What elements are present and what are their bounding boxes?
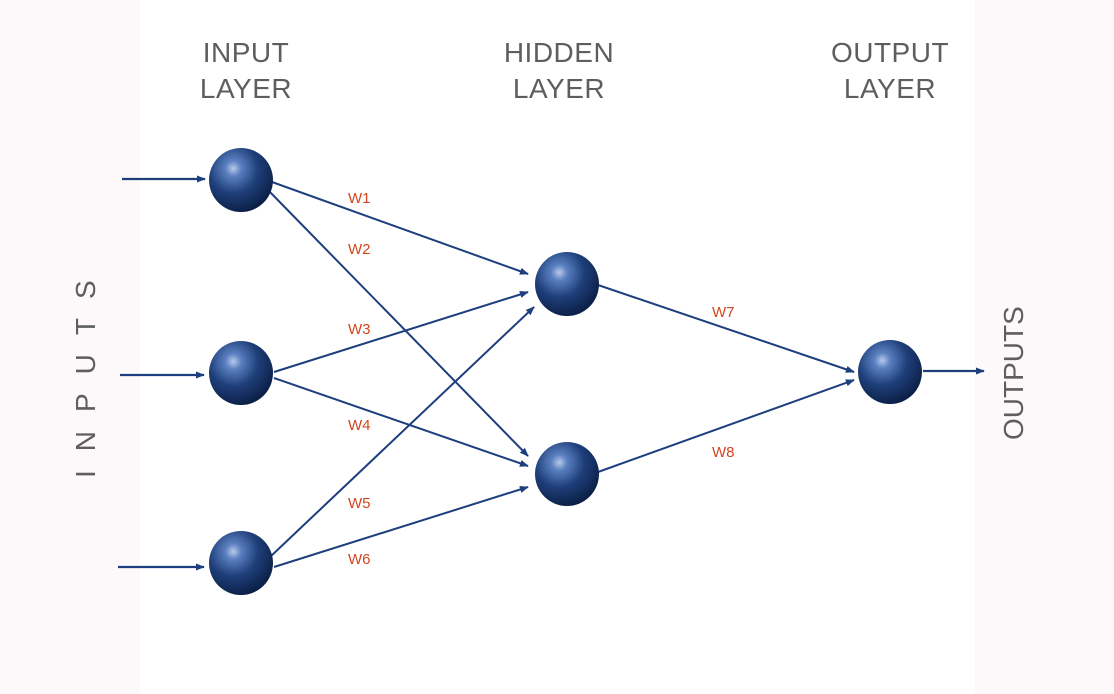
input-layer-title-line2: LAYER	[199, 73, 293, 104]
weight-label-w7: W7	[712, 304, 735, 321]
weight-label-w5: W5	[348, 495, 371, 512]
output-node	[858, 340, 922, 404]
edge-w5	[269, 306, 535, 558]
output-layer-title: OUTPUT LAYER	[800, 35, 980, 107]
edge-w6	[273, 485, 529, 568]
output-layer-title-line1: OUTPUT	[830, 37, 950, 68]
edge-w3	[273, 290, 529, 373]
weight-label-w4: W4	[348, 417, 371, 434]
hidden-node-1	[535, 252, 599, 316]
diagram-panel	[140, 0, 975, 694]
weight-label-w1: W1	[348, 190, 371, 207]
input-node-1	[209, 148, 273, 212]
input-node-2	[209, 341, 273, 405]
hidden-layer-title-line1: HIDDEN	[503, 37, 615, 68]
weight-label-w8: W8	[712, 444, 735, 461]
hidden-layer-title: HIDDEN LAYER	[469, 35, 649, 107]
input-node-3	[209, 531, 273, 595]
hidden-layer-title-line2: LAYER	[512, 73, 606, 104]
input-layer-title-line1: INPUT	[202, 37, 290, 68]
edge-w2	[267, 189, 529, 457]
edge-w1	[271, 181, 529, 275]
edge-w7	[597, 284, 855, 373]
output-layer-title-line2: LAYER	[843, 73, 937, 104]
weight-label-w6: W6	[348, 551, 371, 568]
hidden-node-2	[535, 442, 599, 506]
edge-w4	[273, 377, 529, 467]
edge-w8	[597, 379, 855, 473]
input-layer-title: INPUT LAYER	[156, 35, 336, 107]
weight-label-w2: W2	[348, 241, 371, 258]
weight-label-w3: W3	[348, 321, 371, 338]
